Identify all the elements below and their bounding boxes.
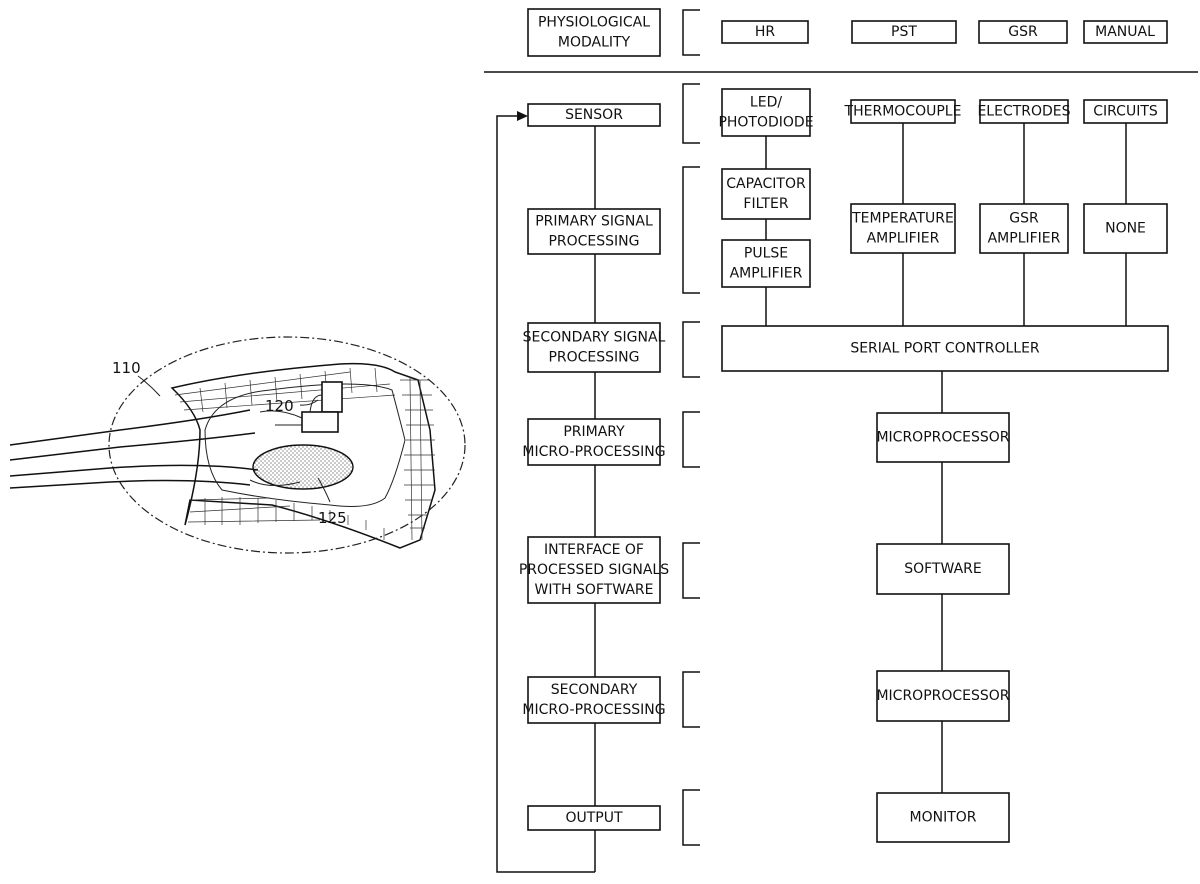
box-label-line: AMPLIFIER	[730, 266, 803, 282]
box-label-line: TEMPERATURE	[851, 211, 954, 227]
box-label-line: PROCESSED SIGNALS	[519, 562, 669, 578]
box-label-line: PROCESSING	[548, 350, 639, 366]
svg-text:GSR: GSR	[1008, 24, 1038, 40]
ref-label-110: 110	[112, 359, 141, 377]
stage-secondary-signal-processing: SECONDARY SIGNAL PROCESSING	[523, 322, 666, 373]
microprocessor-secondary: MICROPROCESSOR	[876, 670, 1010, 722]
module-connectors	[765, 123, 1127, 793]
braces	[682, 9, 700, 846]
box-label-line: SECONDARY SIGNAL	[523, 330, 666, 346]
sensor-circuits: CIRCUITS	[1083, 99, 1168, 124]
box-label-line: MICROPROCESSOR	[876, 430, 1009, 446]
stage-secondary-micro-processing: SECONDARY MICRO-PROCESSING	[522, 676, 666, 724]
sensor-illustration: 110 120 125	[9, 336, 466, 554]
stage-output: OUTPUT	[527, 805, 661, 831]
none-block: NONE	[1083, 203, 1168, 254]
pulse-amplifier: PULSE AMPLIFIER	[721, 239, 811, 288]
mesh-wrap	[170, 362, 436, 549]
box-label-line: FILTER	[743, 196, 788, 212]
sensor-led-photodiode: LED/PHOTODIODE	[718, 88, 814, 137]
box-label-line: MONITOR	[910, 810, 977, 826]
box-label-line: MICRO-PROCESSING	[522, 444, 665, 460]
box-label-line: PRIMARY	[563, 424, 625, 440]
stage-primary-signal-processing: PRIMARY SIGNAL PROCESSING	[527, 208, 661, 255]
box-label-line: SOFTWARE	[904, 561, 982, 577]
box-label-line: AMPLIFIER	[867, 231, 940, 247]
sensor-thermocouple: THERMOCOUPLE	[844, 99, 962, 124]
temperature-amplifier: TEMPERATURE AMPLIFIER	[850, 203, 956, 254]
sensor-pad	[252, 444, 354, 490]
stage-primary-micro-processing: PRIMARY MICRO-PROCESSING	[522, 418, 666, 466]
box-label-line: PULSE	[744, 246, 788, 262]
svg-text:HR: HR	[755, 24, 776, 40]
box-label-line: WITH SOFTWARE	[535, 582, 654, 598]
stage-physiological-modality: PHYSIOLOGICAL MODALITY	[527, 8, 661, 57]
box-label-line: PHYSIOLOGICAL	[538, 15, 650, 31]
modality-pst: PST	[851, 20, 957, 44]
box-label-line: THERMOCOUPLE	[844, 104, 962, 120]
stage-interface-with-software: INTERFACE OF PROCESSED SIGNALS WITH SOFTWA…	[519, 536, 669, 604]
modality-hr: HR	[721, 20, 809, 44]
svg-text:MANUAL: MANUAL	[1095, 24, 1155, 40]
stage-sensor: SENSOR	[527, 103, 661, 127]
box-label-line: SERIAL PORT CONTROLLER	[850, 341, 1040, 357]
box-label-line: MICRO-PROCESSING	[522, 702, 665, 718]
stage-connectors	[496, 111, 596, 873]
modality-manual: MANUAL	[1083, 20, 1168, 44]
serial-port-controller: SERIAL PORT CONTROLLER	[721, 325, 1169, 372]
box-label-line: MODALITY	[558, 35, 631, 51]
box-label-line: PRIMARY SIGNAL	[535, 214, 653, 230]
box-label-line: NONE	[1105, 221, 1146, 237]
sensor-electrodes: ELECTRODES	[977, 99, 1071, 124]
circuit-chip-1	[321, 381, 343, 413]
ref-label-120: 120	[265, 397, 294, 415]
modality-gsr: GSR	[978, 20, 1068, 44]
gsr-amplifier: GSR AMPLIFIER	[979, 203, 1069, 254]
box-label-line: ELECTRODES	[977, 104, 1070, 120]
microprocessor-primary: MICROPROCESSOR	[876, 412, 1010, 463]
feedback-loop	[496, 115, 595, 873]
box-label-line: AMPLIFIER	[988, 231, 1061, 247]
box-label-line: MICROPROCESSOR	[876, 688, 1009, 704]
box-label-line: SECONDARY	[551, 682, 638, 698]
capacitor-filter: CAPACITOR FILTER	[721, 168, 811, 220]
feedback-arrowhead	[517, 111, 528, 121]
box-label-line: LED/	[750, 95, 782, 111]
box-label-line: PHOTODIODE	[718, 115, 813, 131]
box-label-line: CAPACITOR	[726, 176, 806, 192]
svg-text:PST: PST	[891, 24, 917, 40]
housing-outline	[108, 336, 466, 554]
software-block: SOFTWARE	[876, 543, 1010, 595]
box-label-line: CIRCUITS	[1093, 104, 1158, 120]
cable	[9, 409, 259, 489]
box-label-line: PROCESSING	[548, 234, 639, 250]
box-label-line: OUTPUT	[565, 810, 623, 826]
circuit-chip-2	[301, 411, 339, 433]
monitor-block: MONITOR	[876, 792, 1010, 843]
box-label-line: INTERFACE OF	[544, 542, 644, 558]
box-label-line: SENSOR	[565, 107, 623, 123]
box-label-line: GSR	[1009, 211, 1039, 227]
ref-label-125: 125	[318, 509, 347, 527]
